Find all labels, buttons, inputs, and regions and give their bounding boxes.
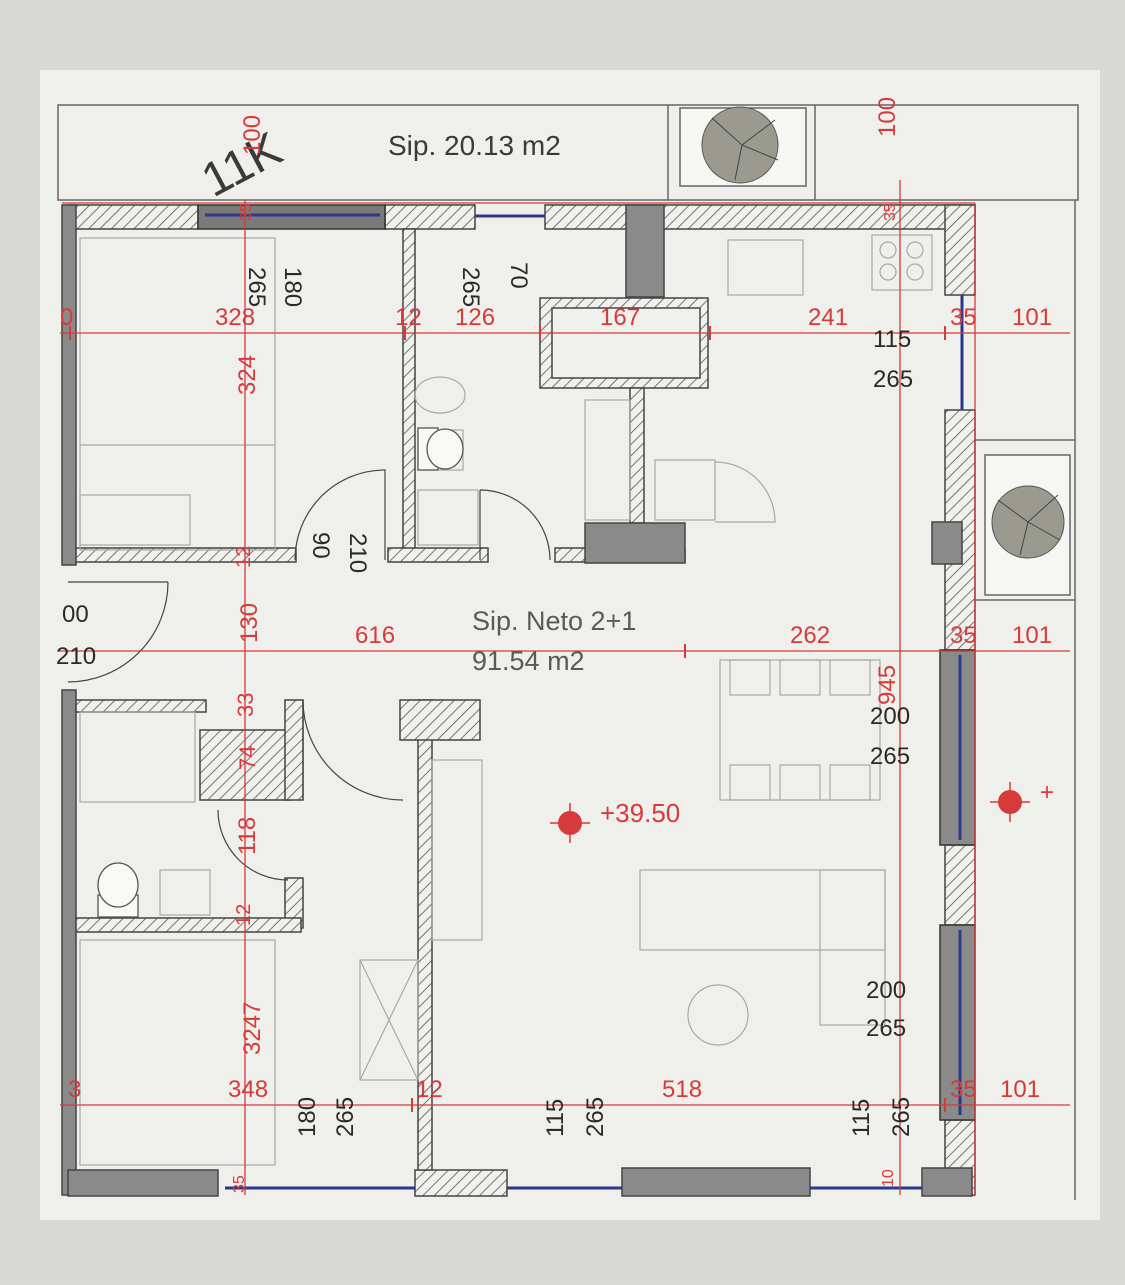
dim-text: 12 bbox=[395, 304, 422, 331]
dim-text: 35 bbox=[950, 1076, 977, 1103]
dim-text: 12 bbox=[233, 904, 255, 926]
net-area-title: Sip. Neto 2+1 bbox=[472, 606, 636, 636]
red-dimension-texts: 100 100 35 35 0 328 12 126 167 241 35 10… bbox=[56, 97, 1052, 1193]
furniture bbox=[79, 234, 933, 1166]
exterior-walls bbox=[61, 204, 976, 1197]
dim-text: 70 bbox=[505, 262, 532, 289]
dim-text: 200 bbox=[866, 977, 906, 1004]
dim-text: 12 bbox=[233, 546, 255, 568]
dim-text: 35 bbox=[950, 622, 977, 649]
elevation-label: +39.50 bbox=[600, 798, 680, 828]
dim-text: 74 bbox=[235, 746, 260, 770]
dim-text: 945 bbox=[874, 665, 901, 705]
dim-text: 35 bbox=[882, 203, 899, 221]
opening-dimension-texts: 265 180 265 70 115 265 90 210 200 265 20… bbox=[243, 262, 915, 1137]
dim-text: 115 bbox=[542, 1099, 569, 1137]
dim-text: 130 bbox=[236, 603, 263, 643]
dim-text: 210 bbox=[56, 643, 96, 670]
dim-text: 265 bbox=[243, 267, 270, 307]
dimension-lines bbox=[60, 180, 1070, 1195]
dim-text: 35 bbox=[231, 1175, 248, 1193]
dim-text: 265 bbox=[457, 267, 484, 307]
dim-text: 167 bbox=[600, 304, 640, 331]
dim-text: 348 bbox=[228, 1076, 268, 1103]
dim-text: 265 bbox=[888, 1097, 915, 1137]
elevation-marker-icon bbox=[550, 782, 1030, 843]
dim-text: 35 bbox=[238, 203, 255, 221]
dim-text: 33 bbox=[233, 693, 258, 717]
kitchen-column bbox=[584, 522, 686, 564]
ac-unit-icon bbox=[701, 106, 779, 184]
dim-text: 328 bbox=[215, 304, 255, 331]
dim-text: 265 bbox=[873, 366, 913, 393]
dim-text: 241 bbox=[808, 304, 848, 331]
dim-text: 265 bbox=[866, 1015, 906, 1042]
dimension-ticks bbox=[69, 326, 946, 1112]
column bbox=[931, 521, 963, 565]
dim-text: 180 bbox=[294, 1097, 321, 1137]
toilet-icon bbox=[97, 427, 464, 918]
dim-text: 90 bbox=[307, 532, 334, 559]
shaft-column bbox=[625, 204, 665, 298]
windows bbox=[197, 204, 976, 1190]
dim-text: 101 bbox=[1000, 1076, 1040, 1103]
dim-text: 265 bbox=[870, 743, 910, 770]
dim-text: 101 bbox=[1012, 304, 1052, 331]
dim-text: 35 bbox=[950, 304, 977, 331]
dim-text: 200 bbox=[870, 703, 910, 730]
dim-text: 0 bbox=[60, 304, 73, 331]
dim-text: 115 bbox=[873, 326, 911, 353]
drawing-sheet bbox=[40, 70, 1100, 1220]
dim-text: 10 bbox=[880, 1169, 897, 1187]
dim-text: 115 bbox=[848, 1099, 875, 1137]
terrace-area-label: Sip. 20.13 m2 bbox=[388, 130, 561, 161]
dim-text: 518 bbox=[662, 1076, 702, 1103]
dim-text: 324 bbox=[234, 355, 261, 395]
net-area-value: 91.54 m2 bbox=[472, 646, 585, 676]
dim-text: 3247 bbox=[239, 1002, 266, 1055]
dim-text: 3 bbox=[68, 1076, 81, 1103]
dim-text: 12 bbox=[416, 1076, 443, 1103]
dim-text: 126 bbox=[455, 304, 495, 331]
dim-text: 616 bbox=[355, 622, 395, 649]
elevation-label-right: + bbox=[1040, 779, 1054, 806]
dim-text: 210 bbox=[344, 533, 371, 573]
dim-text: 100 bbox=[874, 97, 901, 137]
door-swings bbox=[67, 469, 551, 881]
dim-text: 265 bbox=[582, 1097, 609, 1137]
dim-text: 00 bbox=[62, 601, 89, 628]
dim-text: 180 bbox=[279, 267, 306, 307]
dim-text: 118 bbox=[234, 817, 261, 855]
dim-text: 100 bbox=[239, 115, 266, 155]
dim-text: 262 bbox=[790, 622, 830, 649]
dim-text: 265 bbox=[332, 1097, 359, 1137]
dim-text: 101 bbox=[1012, 622, 1052, 649]
